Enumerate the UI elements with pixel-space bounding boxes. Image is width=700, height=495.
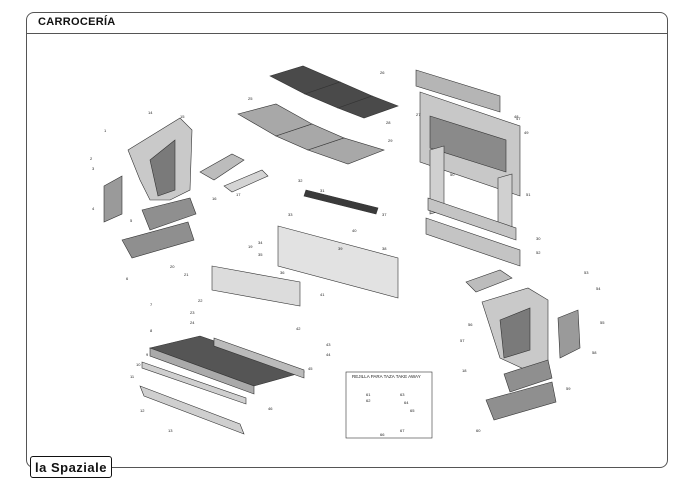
part-label-58: 58: [592, 350, 597, 355]
part-label-26: 26: [380, 70, 385, 75]
part-label-53: 53: [584, 270, 589, 275]
part-label-43: 43: [326, 342, 331, 347]
part-label-6: 6: [126, 276, 129, 281]
side-rails: [425, 145, 521, 267]
part-label-16: 16: [212, 196, 217, 201]
part-label-59: 59: [566, 386, 571, 391]
part-label-66: 66: [380, 432, 385, 437]
part-label-27: 27: [416, 112, 421, 117]
section-title: CARROCERÍA: [38, 16, 116, 28]
part-label-4: 4: [92, 206, 95, 211]
part-label-55: 55: [600, 320, 605, 325]
part-label-31: 31: [320, 188, 325, 193]
part-label-67: 67: [400, 428, 405, 433]
part-label-51: 51: [526, 192, 531, 197]
part-label-61: 61: [366, 392, 371, 397]
lower-drip-tray: [139, 335, 306, 435]
drawing-frame: [26, 12, 668, 468]
part-label-62: 62: [366, 398, 371, 403]
right-side-panel: [465, 269, 581, 421]
part-label-47: 47: [516, 116, 521, 121]
title-bar: CARROCERÍA: [26, 12, 668, 34]
part-label-63: 63: [400, 392, 405, 397]
part-label-2: 2: [90, 156, 93, 161]
part-label-39: 39: [338, 246, 343, 251]
part-label-9: 9: [146, 352, 149, 357]
part-label-10: 10: [136, 362, 141, 367]
part-label-28: 28: [386, 120, 391, 125]
part-label-33: 33: [288, 212, 293, 217]
part-label-12: 12: [140, 408, 145, 413]
drip-tray-grid-top: [269, 65, 399, 119]
part-label-5: 5: [130, 218, 133, 223]
left-side-panel: [127, 117, 193, 201]
central-frame: [211, 189, 399, 307]
part-label-21: 21: [184, 272, 189, 277]
part-label-15: 15: [180, 114, 185, 119]
part-label-60: 60: [476, 428, 481, 433]
drip-tray-base-top: [237, 103, 385, 165]
part-label-13: 13: [168, 428, 173, 433]
part-label-44: 44: [326, 352, 331, 357]
part-label-18: 18: [462, 368, 467, 373]
part-label-48: 48: [514, 114, 519, 119]
brand-logo-text: la Spaziale: [35, 459, 107, 475]
part-label-14: 14: [148, 110, 153, 115]
part-label-22: 22: [198, 298, 203, 303]
rear-panel: [415, 69, 521, 197]
part-label-19: 19: [248, 244, 253, 249]
part-label-17: 17: [236, 192, 241, 197]
part-label-34: 34: [258, 240, 263, 245]
part-label-20: 20: [170, 264, 175, 269]
part-label-52: 52: [536, 250, 541, 255]
inset-title: REJILLA PARA TAZA TAKE AWAY: [352, 374, 421, 379]
part-label-30: 30: [536, 236, 541, 241]
left-lower-cover: [121, 197, 197, 259]
part-label-42: 42: [296, 326, 301, 331]
part-label-49: 49: [524, 130, 529, 135]
part-label-29: 29: [388, 138, 393, 143]
part-label-64: 64: [404, 400, 409, 405]
part-label-11: 11: [130, 374, 135, 379]
part-label-32: 32: [298, 178, 303, 183]
part-label-38: 38: [382, 246, 387, 251]
part-label-56: 56: [468, 322, 473, 327]
part-label-23: 23: [190, 310, 195, 315]
part-label-37: 37: [382, 212, 387, 217]
part-label-50: 50: [450, 172, 455, 177]
part-label-36: 36: [280, 270, 285, 275]
part-label-24: 24: [190, 320, 195, 325]
part-label-57: 57: [460, 338, 465, 343]
part-label-3: 3: [92, 166, 95, 171]
part-label-41: 41: [320, 292, 325, 297]
left-bracket: [103, 175, 123, 223]
part-label-25: 25: [248, 96, 253, 101]
part-label-45: 45: [308, 366, 313, 371]
part-label-7: 7: [150, 302, 153, 307]
part-label-1: 1: [104, 128, 107, 133]
part-label-46: 46: [268, 406, 273, 411]
part-label-40: 40: [352, 228, 357, 233]
part-label-8: 8: [150, 328, 153, 333]
part-label-54: 54: [596, 286, 601, 291]
part-label-65: 65: [410, 408, 415, 413]
brand-logo: la Spaziale: [30, 456, 112, 478]
left-top-cap: [199, 153, 269, 193]
part-labels: 1234567891011121314151617181920212223242…: [90, 70, 605, 437]
part-label-35: 35: [258, 252, 263, 257]
